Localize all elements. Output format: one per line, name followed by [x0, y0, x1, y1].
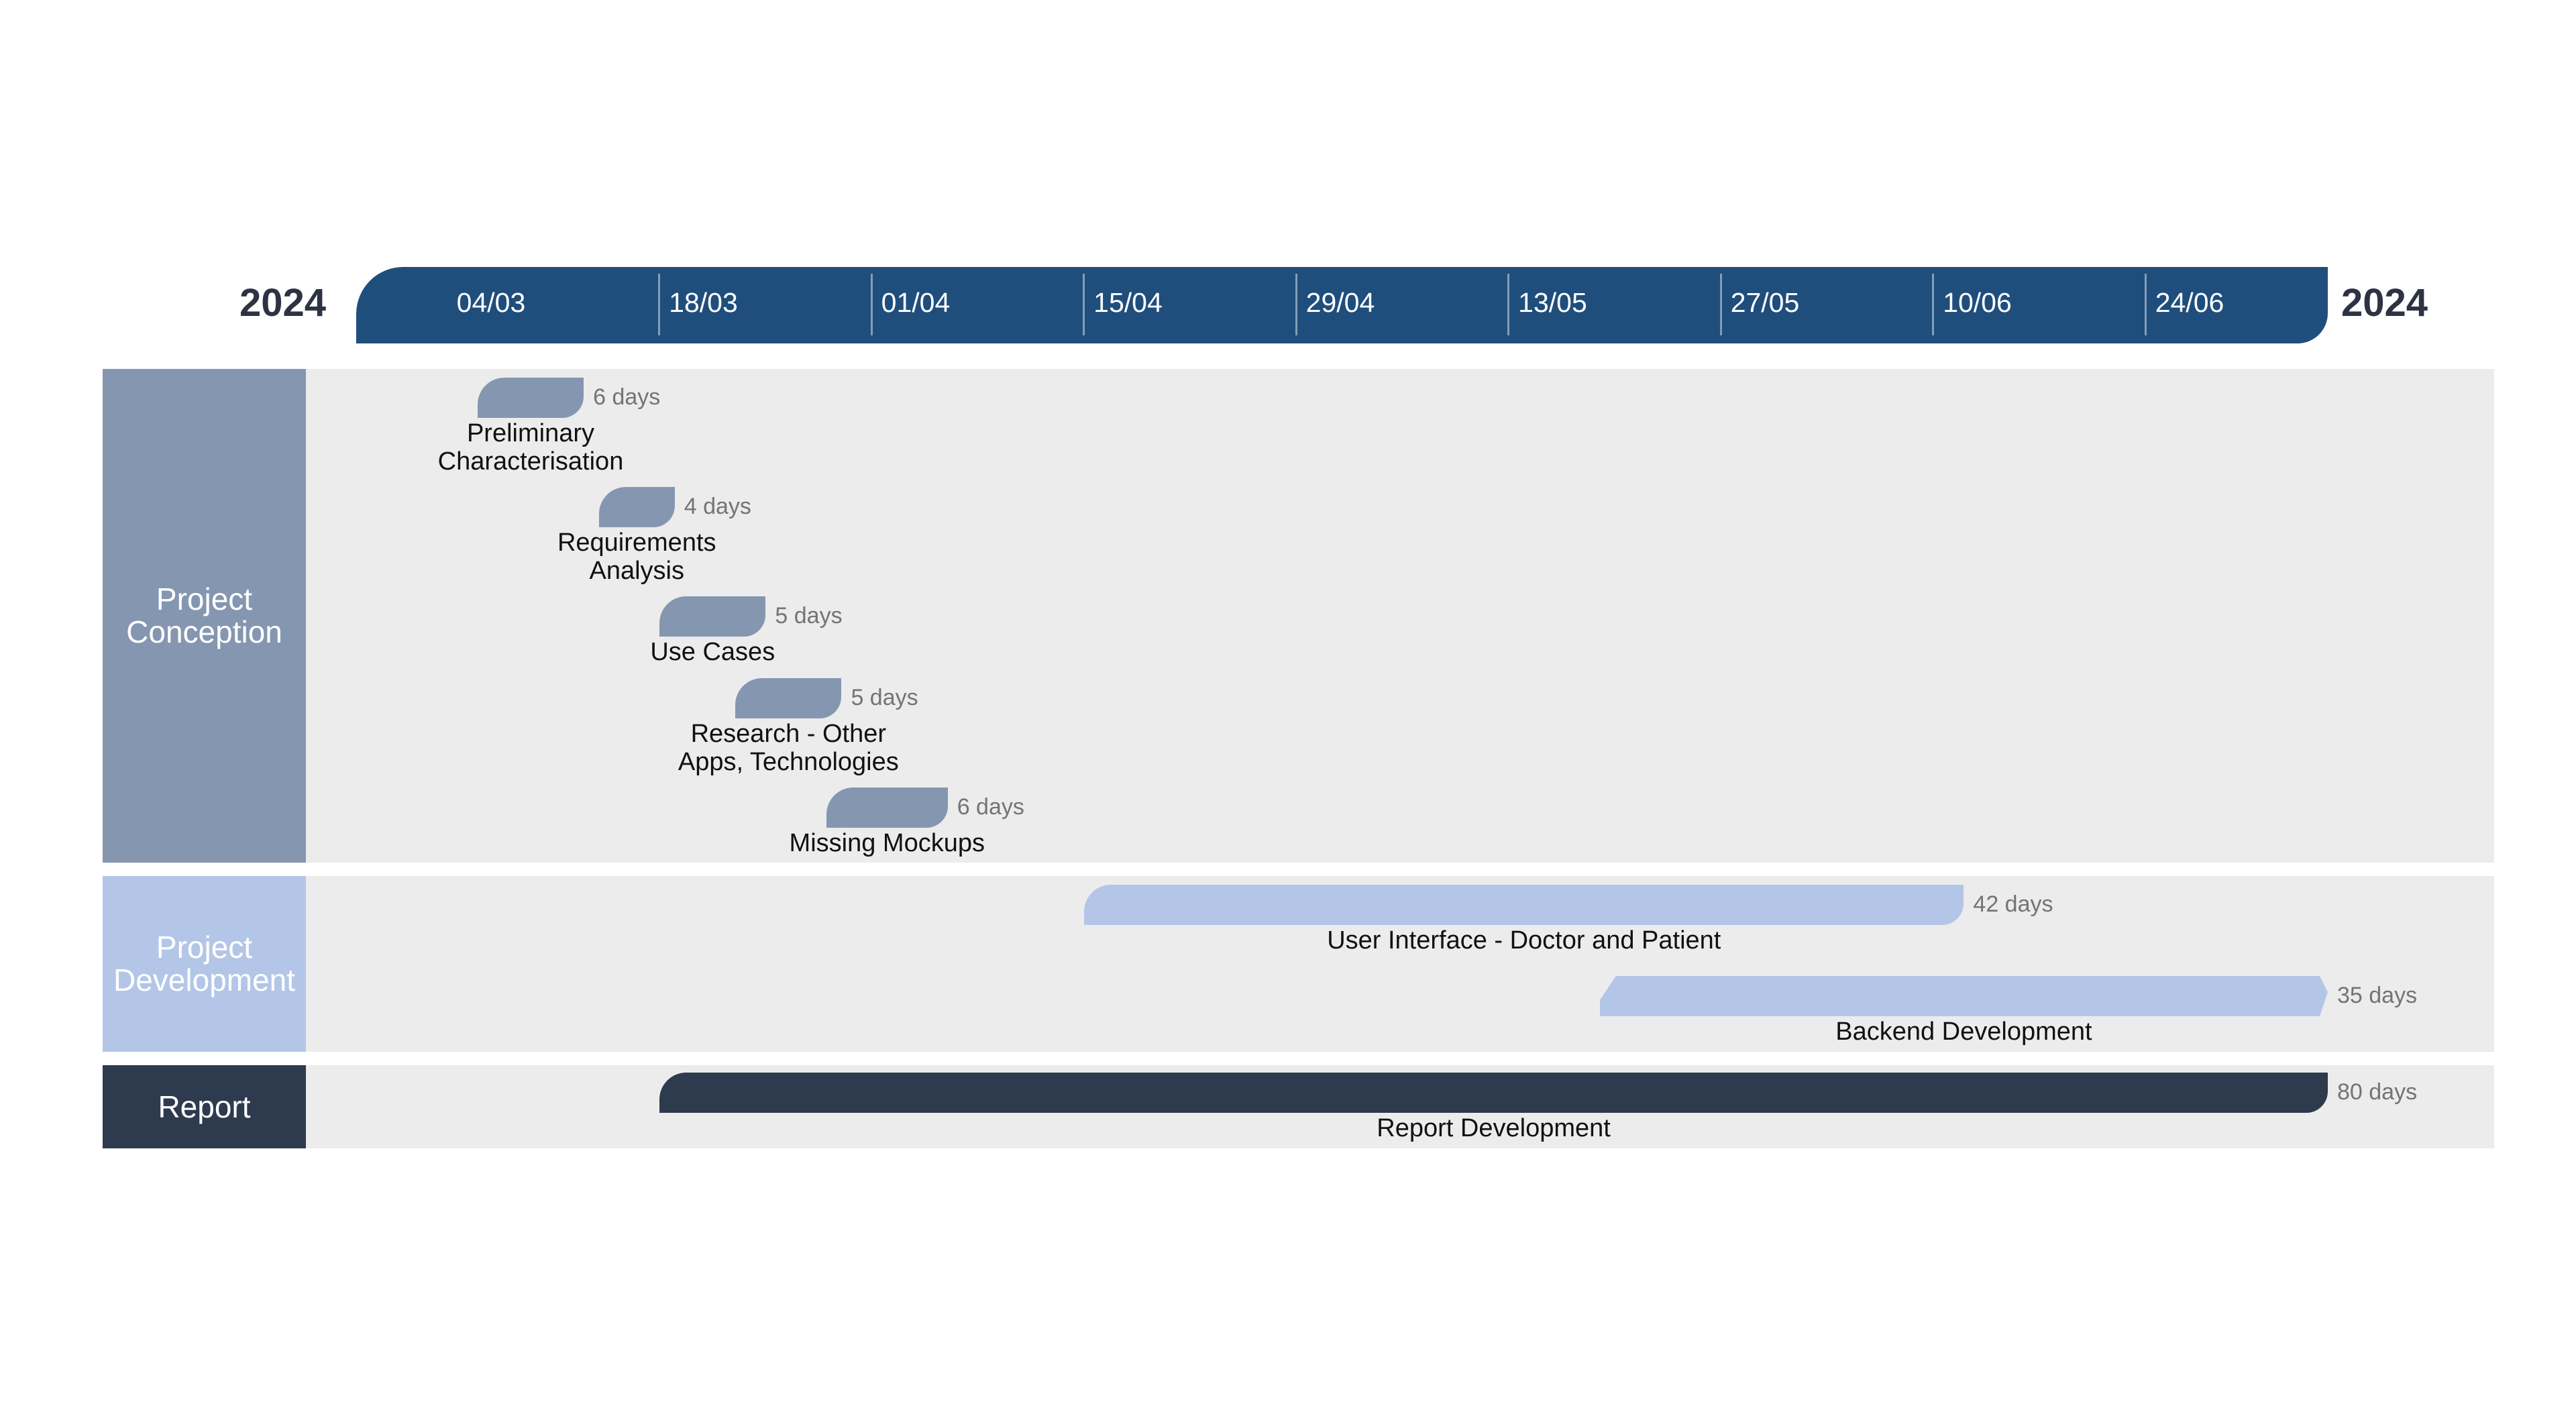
task-name-label: Research - Other Apps, Technologies	[678, 720, 899, 776]
task-bar	[477, 378, 584, 418]
tick-line	[1295, 274, 1297, 335]
task-duration-label: 5 days	[851, 685, 918, 710]
task-bar	[735, 678, 842, 718]
task-bar	[826, 787, 948, 828]
tick-line	[1932, 274, 1935, 335]
tick-line	[1719, 274, 1722, 335]
tick-label: 27/05	[1730, 287, 1800, 318]
tick-line	[1083, 274, 1085, 335]
group-label: Report	[103, 1065, 306, 1148]
task-name-label: Missing Mockups	[789, 829, 985, 857]
group-label-text: Project Conception	[126, 582, 282, 649]
timeline-header: 04/03 18/03 01/04 15/04 29/04 13/05 27/05 10/06…	[356, 267, 2328, 343]
task-name-label: Use Cases	[650, 638, 775, 666]
task-duration-label: 6 days	[593, 384, 661, 410]
tick-label: 13/05	[1518, 287, 1587, 318]
task-duration-label: 6 days	[957, 794, 1024, 820]
tick-label: 01/04	[881, 287, 951, 318]
tick-label: 24/06	[2155, 287, 2224, 318]
tick-line	[658, 274, 661, 335]
group-label-text: Report	[158, 1089, 251, 1124]
group-band: Project Conception	[103, 369, 2494, 863]
task-duration-label: 80 days	[2337, 1079, 2418, 1105]
task-duration-label: 5 days	[775, 603, 843, 629]
task-duration-label: 35 days	[2337, 983, 2418, 1008]
year-label-left: 2024	[239, 281, 327, 325]
task-name-label: Requirements Analysis	[557, 529, 716, 585]
tick-label: 04/03	[456, 287, 526, 318]
tick-line	[1507, 274, 1510, 335]
tick-line	[2144, 274, 2147, 335]
group-label: Project Development	[103, 876, 306, 1052]
tick-label: 10/06	[1943, 287, 2012, 318]
task-bar	[659, 1073, 2328, 1113]
task-duration-label: 4 days	[684, 494, 751, 519]
year-label-right: 2024	[2341, 281, 2428, 325]
task-name-label: Report Development	[1377, 1114, 1611, 1142]
task-name-label: Backend Development	[1835, 1018, 2092, 1046]
task-bar	[1084, 885, 1964, 925]
tick-line	[870, 274, 873, 335]
task-name-label: User Interface - Doctor and Patient	[1327, 926, 1721, 955]
task-name-label: Preliminary Characterisation	[437, 419, 624, 476]
task-bar	[1600, 976, 2328, 1016]
tick-label: 29/04	[1305, 287, 1375, 318]
tick-label: 15/04	[1093, 287, 1163, 318]
task-bar	[598, 487, 675, 527]
tick-label: 18/03	[669, 287, 738, 318]
group-label-text: Project Development	[113, 930, 296, 997]
task-bar	[659, 596, 766, 637]
task-duration-label: 42 days	[1973, 891, 2053, 917]
group-label: Project Conception	[103, 369, 306, 863]
